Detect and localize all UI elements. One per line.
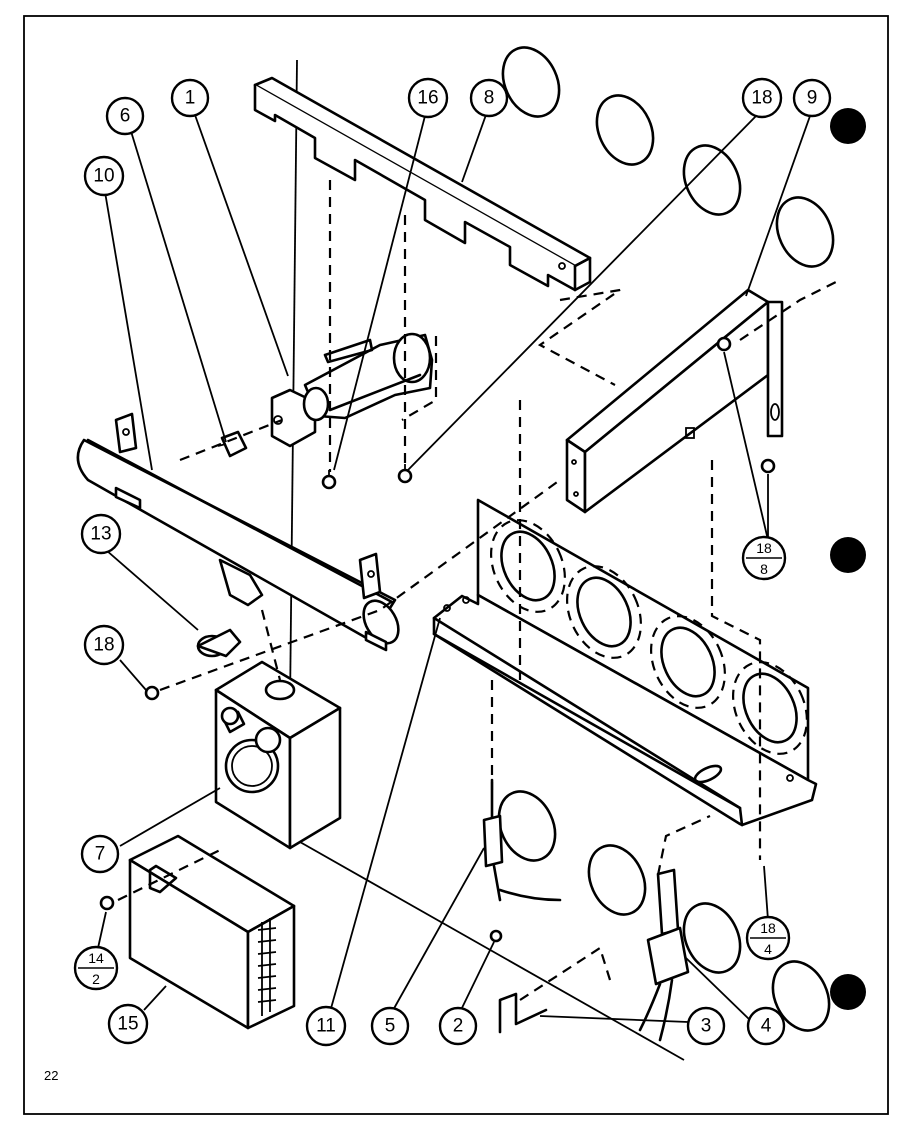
svg-text:2: 2 bbox=[92, 971, 100, 987]
callout-11: 11 bbox=[305, 1005, 347, 1047]
callout-14-over-2: 14 2 bbox=[73, 945, 119, 991]
callout-4: 4 bbox=[746, 1006, 786, 1046]
screw-part-2 bbox=[489, 929, 503, 943]
svg-text:18: 18 bbox=[93, 635, 114, 656]
gas-valve-part-7 bbox=[214, 660, 342, 850]
callout-13: 13 bbox=[80, 513, 122, 555]
svg-text:4: 4 bbox=[764, 941, 772, 957]
callout-6: 6 bbox=[105, 96, 145, 136]
valve-assembly-part-1 bbox=[270, 332, 434, 448]
svg-text:15: 15 bbox=[117, 1014, 138, 1035]
assembly-dashed-lines bbox=[117, 180, 841, 1001]
manifold-pipe-part-10 bbox=[76, 412, 400, 652]
svg-text:14: 14 bbox=[88, 950, 104, 966]
registration-dots bbox=[830, 108, 866, 1010]
reference-line-diagonal bbox=[299, 841, 685, 1061]
svg-text:6: 6 bbox=[120, 106, 131, 127]
side-bracket-part-9 bbox=[565, 288, 784, 514]
screws-part-9 bbox=[716, 336, 776, 474]
callout-9: 9 bbox=[792, 78, 832, 118]
svg-text:7: 7 bbox=[95, 844, 106, 865]
callout-18-over-8: 18 8 bbox=[741, 535, 787, 581]
svg-text:13: 13 bbox=[90, 524, 111, 545]
callout-5: 5 bbox=[370, 1006, 410, 1046]
page-number: 22 bbox=[44, 1068, 59, 1083]
screw-part-18-left bbox=[144, 685, 160, 701]
svg-text:3: 3 bbox=[701, 1016, 712, 1037]
callout-18-left: 18 bbox=[83, 624, 125, 666]
svg-text:1: 1 bbox=[185, 88, 196, 109]
callout-1: 1 bbox=[170, 78, 210, 118]
svg-text:2: 2 bbox=[453, 1016, 464, 1037]
burner-tray-part-11 bbox=[432, 498, 818, 827]
svg-text:10: 10 bbox=[93, 166, 114, 187]
leader-lines bbox=[97, 111, 811, 1023]
electrode-part-5 bbox=[482, 778, 562, 902]
svg-text:18: 18 bbox=[756, 540, 772, 556]
control-module-part-15 bbox=[128, 834, 296, 1030]
callout-18-top: 18 bbox=[741, 77, 783, 119]
callout-15: 15 bbox=[107, 1003, 149, 1045]
orifice-part-6 bbox=[217, 430, 248, 458]
callout-18-over-4: 18 4 bbox=[745, 915, 791, 961]
callout-10: 10 bbox=[83, 155, 125, 197]
svg-text:4: 4 bbox=[761, 1016, 772, 1037]
svg-text:16: 16 bbox=[417, 88, 438, 109]
callouts: 1 6 10 16 8 18 9 13 18 7 15 11 5 2 3 4 1… bbox=[73, 77, 832, 1047]
screw-part-14 bbox=[99, 895, 115, 911]
svg-text:8: 8 bbox=[760, 561, 768, 577]
callout-2: 2 bbox=[438, 1006, 478, 1046]
svg-text:8: 8 bbox=[484, 88, 495, 109]
screws-under-valve bbox=[321, 464, 413, 490]
svg-text:11: 11 bbox=[316, 1016, 336, 1037]
svg-text:18: 18 bbox=[751, 88, 772, 109]
svg-text:18: 18 bbox=[760, 920, 776, 936]
svg-text:5: 5 bbox=[385, 1016, 396, 1037]
callout-16: 16 bbox=[407, 77, 449, 119]
callout-8: 8 bbox=[469, 78, 509, 118]
notched-bracket-part-8 bbox=[253, 76, 592, 292]
burner-port-ovals bbox=[497, 46, 835, 1032]
reference-line bbox=[289, 59, 298, 706]
flame-sensor-part-4 bbox=[638, 868, 690, 1042]
bracket-part-3 bbox=[498, 992, 548, 1034]
callout-7: 7 bbox=[80, 834, 120, 874]
page-border bbox=[23, 15, 889, 1115]
callout-3: 3 bbox=[686, 1006, 726, 1046]
svg-text:9: 9 bbox=[807, 88, 818, 109]
clamp-part-13 bbox=[196, 628, 242, 658]
